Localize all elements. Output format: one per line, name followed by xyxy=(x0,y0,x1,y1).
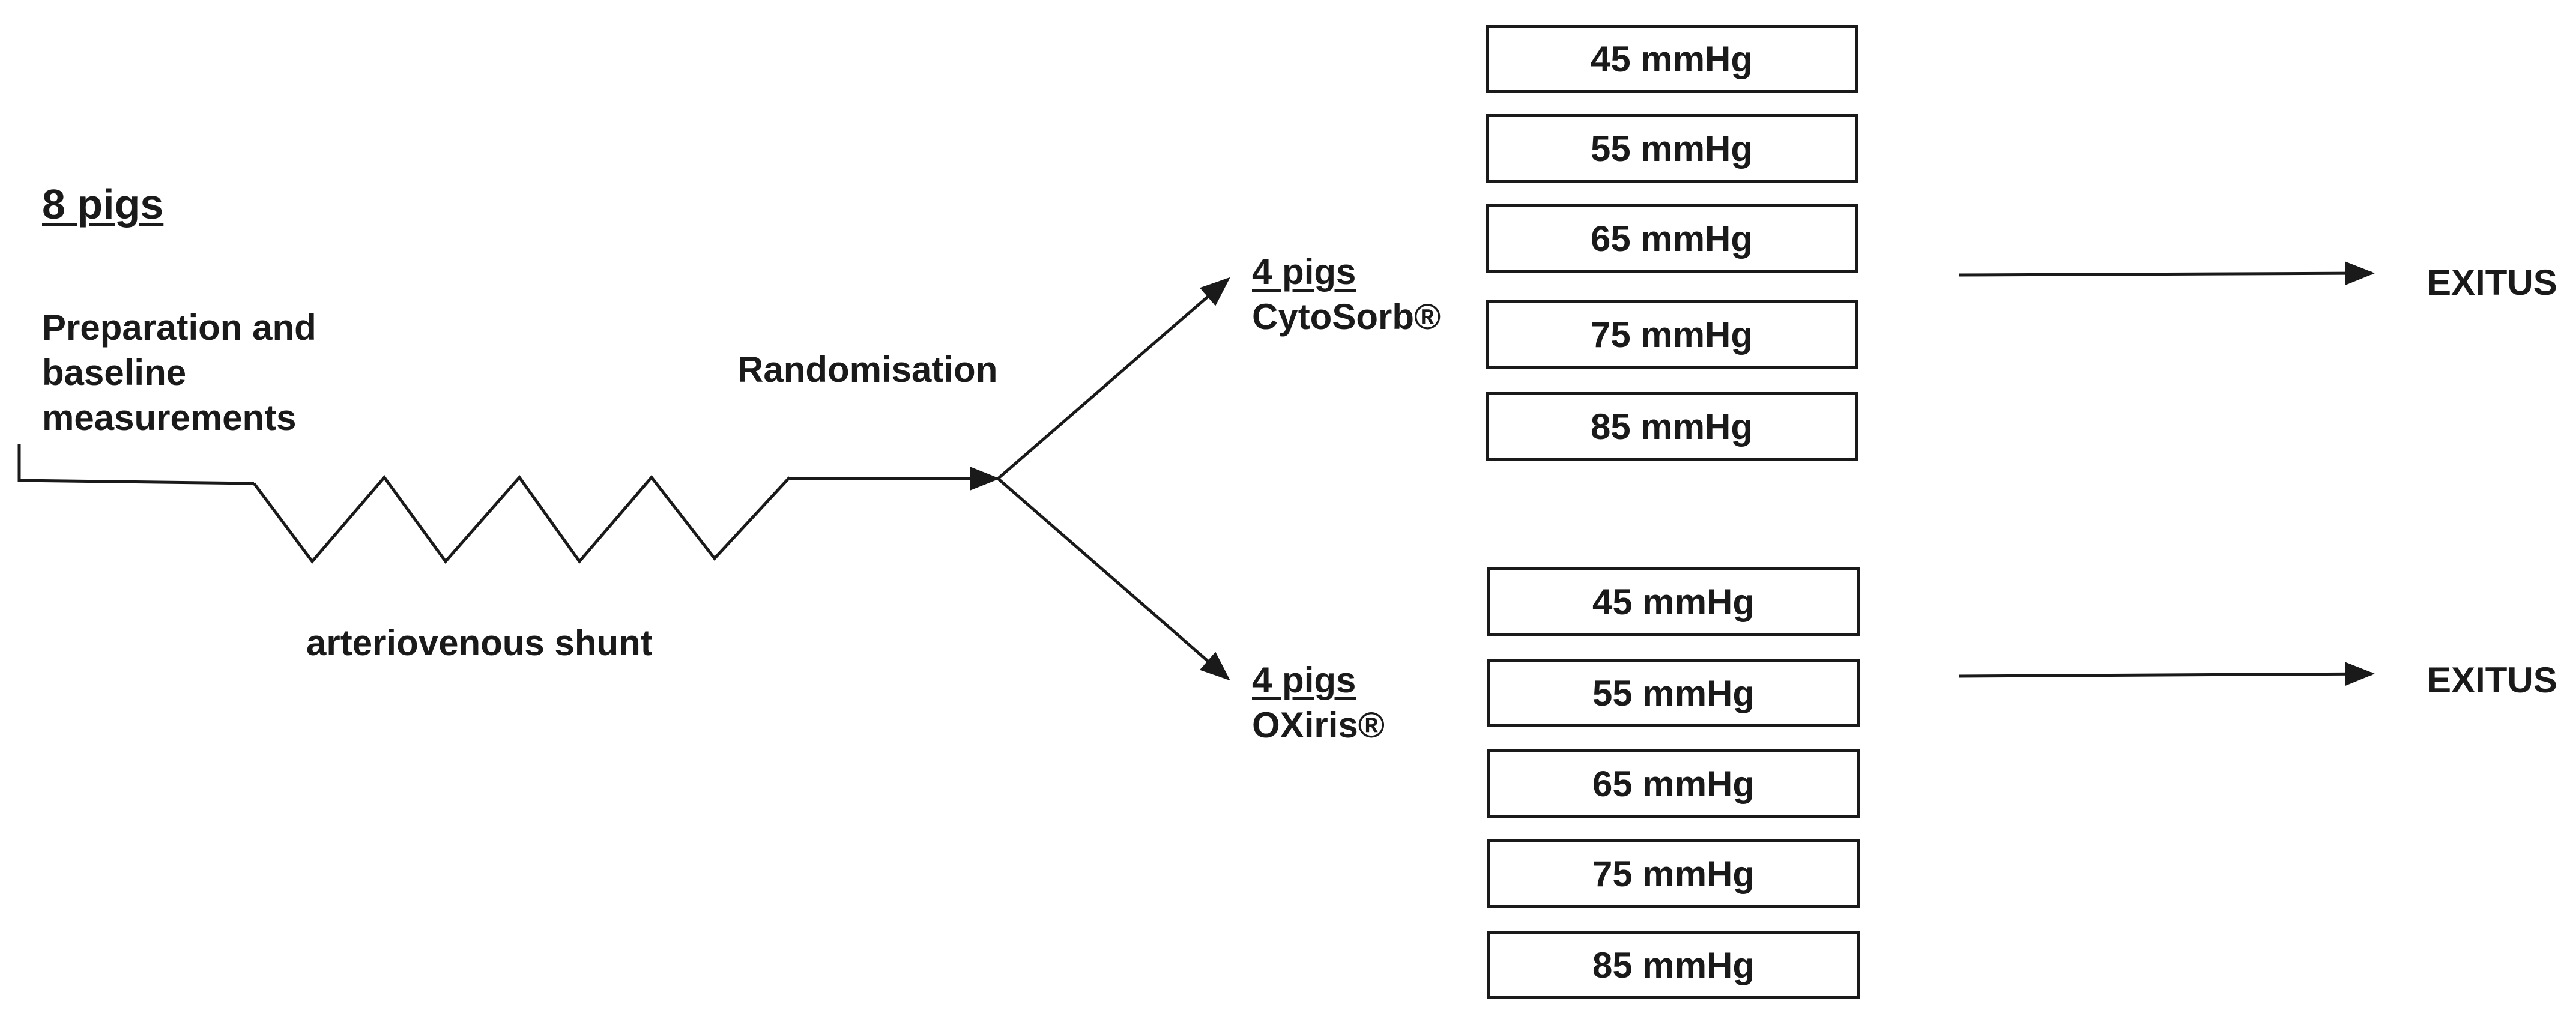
randomisation-label: Randomisation xyxy=(737,349,998,390)
outcome-cytosorb: EXITUS xyxy=(2427,262,2557,303)
group-cytosorb-count: 4 pigs xyxy=(1252,252,1356,292)
pressure-box-cytosorb-75: 75 mmHg xyxy=(1486,300,1858,369)
preparation-line-2: baseline xyxy=(42,352,187,393)
pressure-box-oxiris-55: 55 mmHg xyxy=(1487,659,1860,727)
preparation-line-3: measurements xyxy=(42,398,297,438)
pressure-box-oxiris-65: 65 mmHg xyxy=(1487,749,1860,818)
group-cytosorb-name: CytoSorb® xyxy=(1252,297,1441,337)
outcome-oxiris: EXITUS xyxy=(2427,660,2557,700)
pressure-box-cytosorb-85: 85 mmHg xyxy=(1486,392,1858,461)
preparation-line-1: Preparation and xyxy=(42,307,316,348)
shunt-zigzag xyxy=(252,474,791,564)
pressure-box-oxiris-45: 45 mmHg xyxy=(1487,567,1860,636)
baseline-line xyxy=(17,444,255,485)
pressure-box-cytosorb-65: 65 mmHg xyxy=(1486,204,1858,273)
shunt-label: arteriovenous shunt xyxy=(306,623,653,663)
branch-arrow-cytosorb xyxy=(997,277,1230,480)
pressure-box-cytosorb-55: 55 mmHg xyxy=(1486,114,1858,183)
pressure-box-oxiris-85: 85 mmHg xyxy=(1487,931,1860,999)
group-oxiris-label: 4 pigs OXiris® xyxy=(1252,658,1385,748)
preparation-label: Preparation and baseline measurements xyxy=(42,305,316,440)
pressure-box-oxiris-75: 75 mmHg xyxy=(1487,839,1860,908)
group-cytosorb-label: 4 pigs CytoSorb® xyxy=(1252,249,1441,339)
group-oxiris-count: 4 pigs xyxy=(1252,660,1356,700)
diagram-title: 8 pigs xyxy=(42,181,164,228)
outcome-arrow-cytosorb xyxy=(1958,261,2375,286)
branch-arrow-oxiris xyxy=(997,477,1230,681)
pressure-box-cytosorb-45: 45 mmHg xyxy=(1486,25,1858,93)
group-oxiris-name: OXiris® xyxy=(1252,705,1385,745)
outcome-arrow-oxiris xyxy=(1958,662,2375,686)
